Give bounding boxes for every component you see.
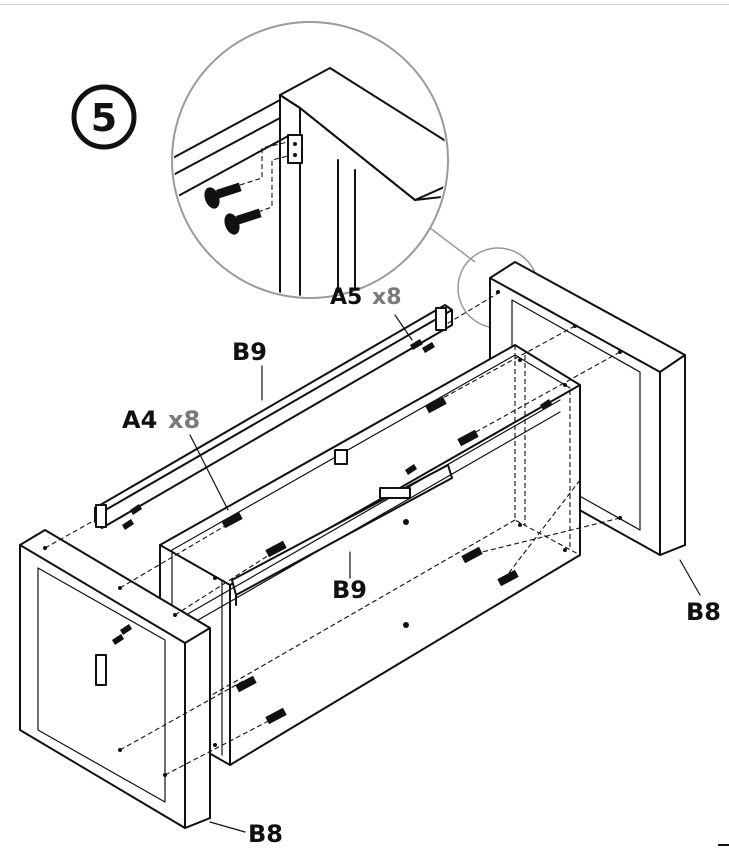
- label-a4-code: A4: [122, 406, 157, 434]
- screw-a4-icon: [265, 707, 287, 725]
- screw-a4-icon: [265, 540, 287, 558]
- detail-screw-icon: [204, 141, 289, 235]
- detail-corner-joint: [174, 67, 446, 296]
- screw-a5-icon: [120, 624, 132, 635]
- label-b8-left: B8: [248, 820, 283, 848]
- step-badge: 5: [71, 84, 137, 150]
- screw-a5-icon: [540, 399, 552, 410]
- label-a5-qty: x8: [372, 285, 402, 310]
- left-leg-frame: [19, 529, 211, 829]
- screw-a4-icon: [425, 396, 447, 414]
- screw-a5-icon: [405, 464, 417, 475]
- alignment-lines: [44, 291, 621, 776]
- screw-a4-icon: [457, 429, 479, 447]
- screw-a4-icon: [221, 511, 243, 529]
- cabinet-box: [159, 344, 581, 766]
- screws: [112, 339, 552, 725]
- screw-a5-icon: [122, 519, 134, 530]
- label-a4-qty: x8: [168, 406, 200, 434]
- screw-a4-icon: [235, 675, 257, 693]
- screw-a5-icon: [422, 342, 435, 353]
- top-rail-b9: [94, 304, 453, 529]
- label-b8-right: B8: [686, 598, 721, 626]
- screw-a4-icon: [461, 546, 483, 564]
- leader-lines: [189, 314, 701, 833]
- screw-a5-icon: [130, 504, 142, 515]
- screw-a5-icon: [112, 634, 124, 645]
- screw-a5-icon: [410, 339, 423, 350]
- label-b9-top: B9: [232, 338, 267, 366]
- middle-rail-b9: [124, 399, 561, 663]
- label-b9-middle: B9: [332, 576, 367, 604]
- label-a5-code: A5: [330, 285, 362, 310]
- top-divider: [0, 4, 729, 5]
- detail-callout: [171, 21, 539, 329]
- screw-a4-icon: [497, 569, 519, 587]
- step-number: 5: [91, 96, 117, 140]
